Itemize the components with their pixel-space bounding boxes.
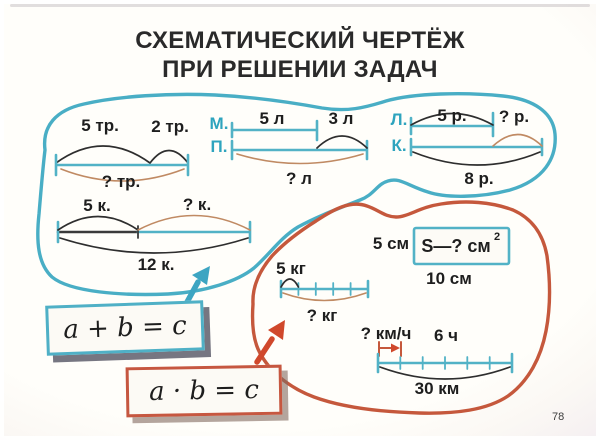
addition-arrow-head-icon [192, 266, 210, 285]
liters-part2-label: 3 л [329, 109, 354, 128]
dolls-part2-arc [137, 214, 251, 231]
mass-total-arc [282, 292, 367, 302]
rubles-row1-label: Л. [391, 110, 408, 129]
area-s-superscript: 2 [494, 231, 500, 243]
liters-row1-line [230, 119, 319, 142]
page-top-edge [10, 4, 590, 7]
area-s-label: S—? см [421, 236, 490, 256]
liters-total-label: ? л [286, 169, 312, 188]
distance-speed-label: ? км/ч [361, 324, 412, 343]
diagram-dolls: 5 к. ? к. 12 к. [56, 195, 252, 274]
rubles-row2-label: К. [391, 136, 406, 155]
dolls-total-arc [59, 237, 249, 254]
trucks-total-label: ? тр. [102, 172, 141, 191]
trucks-part1-arc [55, 145, 151, 164]
addition-blob-outline [36, 92, 557, 297]
distance-time-label: 6 ч [434, 326, 458, 345]
addition-formula: a + b = c [62, 310, 188, 346]
mass-total-label: ? кг [307, 306, 338, 325]
trucks-part1-label: 5 тр. [81, 116, 119, 135]
area-side-label: 5 см [373, 234, 409, 253]
liters-row2-line [230, 139, 369, 161]
distance-total-label: 30 км [415, 379, 460, 398]
distance-total-arc [379, 366, 511, 380]
liters-row1-label: М. [210, 114, 229, 133]
rubles-total-arc [412, 151, 541, 166]
distance-speed-arrow-icon [391, 343, 400, 353]
rubles-row2-line [409, 137, 544, 157]
distance-segment-ticks [399, 356, 491, 370]
diagram-area: 5 см S—? см 2 10 см [373, 226, 511, 288]
dolls-base-line-right [56, 220, 252, 244]
multiplication-arrow-head-icon [268, 320, 285, 340]
rubles-part1-label: 5 р. [437, 106, 466, 125]
trucks-part2-label: 2 тр. [151, 117, 189, 136]
addition-pointer-arrow [183, 266, 210, 307]
page-title: СХЕМАТИЧЕСКИЙ ЧЕРТЁЖ ПРИ РЕШЕНИИ ЗАДАЧ [0, 26, 600, 84]
dolls-part2-label: ? к. [183, 195, 211, 214]
rubles-part1-arc [410, 112, 494, 126]
diagram-liters: М. П. 5 л 3 л ? л [210, 109, 369, 188]
mass-unit-arc [280, 278, 300, 288]
liters-part1-label: 5 л [260, 109, 285, 128]
page-number: 78 [552, 411, 565, 423]
mass-unit-label: 5 кг [276, 259, 306, 278]
dolls-part1-label: 5 к. [83, 196, 110, 215]
diagram-distance: ? км/ч 6 ч 30 км [361, 324, 514, 398]
trucks-part2-arc [149, 149, 189, 164]
area-base-label: 10 см [426, 269, 472, 288]
area-rectangle [412, 226, 511, 266]
diagram-rubles: Л. К. 5 р. ? р. 8 р. [391, 106, 544, 188]
multiplication-arrow-shaft [254, 336, 275, 365]
dolls-total-label: 12 к. [138, 255, 175, 274]
diagram-trucks: 5 тр. 2 тр. ? тр. [54, 116, 190, 191]
multiplication-formula-box: a · b = c [125, 364, 283, 418]
mass-segment-ticks [297, 282, 352, 296]
page-title-line2: ПРИ РЕШЕНИИ ЗАДАЧ [162, 56, 438, 83]
mass-base-line [279, 279, 370, 299]
liters-total-arc [236, 153, 364, 165]
trucks-base-line [54, 153, 190, 177]
multiplication-blob-outline [250, 200, 552, 415]
dolls-part1-arc [57, 215, 139, 231]
rubles-part2-arc [492, 133, 543, 147]
trucks-total-arc [60, 168, 185, 182]
liters-part2-arc [316, 135, 368, 149]
liters-row2-label: П. [211, 137, 228, 156]
addition-formula-box: a + b = c [45, 300, 205, 356]
rubles-total-label: 8 р. [464, 169, 493, 188]
multiplication-pointer-arrow [254, 320, 285, 365]
diagram-mass: 5 кг ? кг [276, 259, 370, 325]
rubles-part2-label: ? р. [499, 107, 529, 126]
page-title-line1: СХЕМАТИЧЕСКИЙ ЧЕРТЁЖ [135, 27, 465, 54]
multiplication-formula: a · b = c [148, 375, 260, 407]
